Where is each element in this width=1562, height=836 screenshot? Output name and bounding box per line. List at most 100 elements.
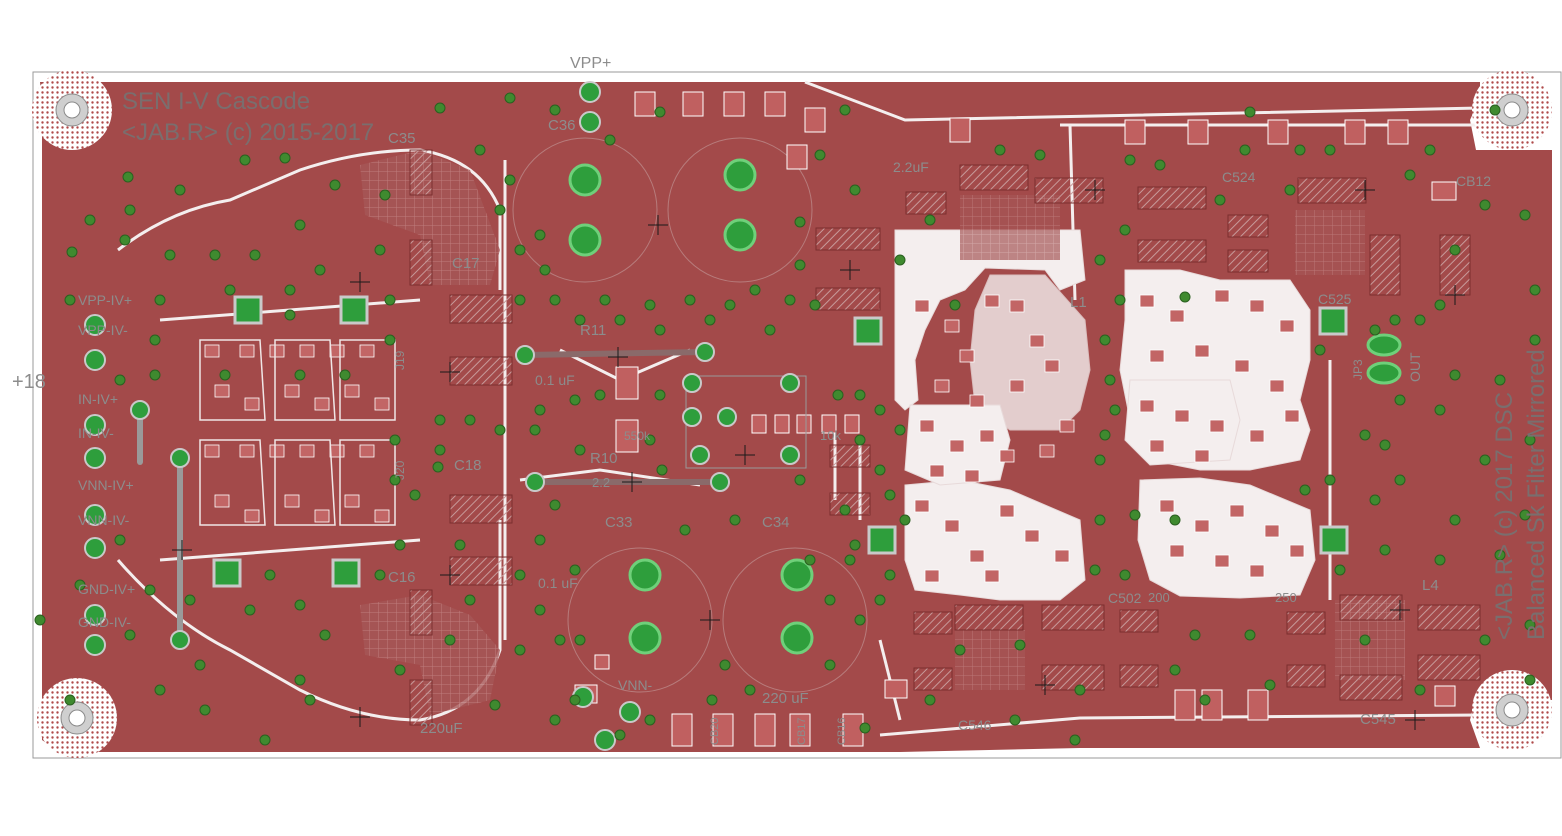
via (1099, 429, 1111, 441)
connector-label: VNN-IV+ (78, 477, 134, 493)
via (534, 229, 546, 241)
via (874, 404, 886, 416)
via (854, 434, 866, 446)
via (64, 694, 76, 706)
via (224, 284, 236, 296)
via (1389, 314, 1401, 326)
via (899, 514, 911, 526)
via (84, 214, 96, 226)
via (1169, 664, 1181, 676)
component-label: CB17 (796, 717, 808, 745)
via (749, 284, 761, 296)
via (949, 299, 961, 311)
via (1179, 291, 1191, 303)
via (644, 434, 656, 446)
via (574, 444, 586, 456)
via (839, 104, 851, 116)
via (434, 414, 446, 426)
electrolytic-pads (568, 158, 814, 655)
via (729, 514, 741, 526)
via (844, 554, 856, 566)
via (604, 134, 616, 146)
origin-crosses (172, 180, 1465, 730)
vias (34, 92, 1541, 746)
via (1424, 144, 1436, 156)
component-label: C18 (454, 457, 482, 474)
via (474, 144, 486, 156)
via (724, 299, 736, 311)
component-label: CB16 (836, 717, 848, 745)
via (1414, 684, 1426, 696)
via (294, 599, 306, 611)
via (894, 424, 906, 436)
via (874, 594, 886, 606)
component-label: 550k (624, 429, 651, 443)
via (244, 604, 256, 616)
via (384, 294, 396, 306)
via (144, 584, 156, 596)
via (1394, 394, 1406, 406)
via (1479, 634, 1491, 646)
via (389, 434, 401, 446)
via (64, 294, 76, 306)
via (1109, 404, 1121, 416)
via (434, 102, 446, 114)
via (679, 524, 691, 536)
via (954, 644, 966, 656)
via (164, 249, 176, 261)
component-label: 220uF (420, 720, 463, 737)
via (409, 489, 421, 501)
via (1119, 569, 1131, 581)
via (1314, 344, 1326, 356)
component-label: 2.2uF (893, 159, 929, 175)
via (832, 389, 844, 401)
component-label: R11 (580, 322, 606, 339)
component-label: C17 (452, 255, 480, 272)
via (1489, 104, 1501, 116)
via (594, 389, 606, 401)
via (569, 564, 581, 576)
via (1414, 314, 1426, 326)
via (654, 324, 666, 336)
via (1359, 634, 1371, 646)
connector-label: IN-IV- (78, 425, 114, 441)
via (1284, 184, 1296, 196)
via (719, 659, 731, 671)
component-label: C524 (1222, 169, 1256, 185)
via (549, 499, 561, 511)
via (1009, 714, 1021, 726)
component-label: 10k (820, 428, 841, 443)
via (249, 249, 261, 261)
component-label: C502 (1108, 590, 1142, 606)
via (599, 294, 611, 306)
via (574, 634, 586, 646)
via (1199, 694, 1211, 706)
via (504, 174, 516, 186)
via (1519, 209, 1531, 221)
via (794, 474, 806, 486)
via (1089, 564, 1101, 576)
via (884, 569, 896, 581)
board-title-line1: SEN I-V Cascode (122, 88, 310, 115)
via (654, 389, 666, 401)
component-label: C36 (548, 117, 576, 134)
via (1524, 674, 1536, 686)
via (1449, 369, 1461, 381)
component-label: 2.2 (592, 475, 610, 490)
via (34, 614, 46, 626)
component-label: C33 (605, 514, 633, 531)
large-smd-pads (409, 149, 1481, 726)
via (119, 234, 131, 246)
via (454, 539, 466, 551)
component-label: J19 (393, 350, 407, 370)
component-label: CB20 (709, 717, 721, 745)
via (154, 684, 166, 696)
via (1124, 154, 1136, 166)
via (284, 309, 296, 321)
via (1099, 334, 1111, 346)
via (549, 104, 561, 116)
via (184, 594, 196, 606)
silkscreen-text: SEN I-V Cascode <JAB.R> (c) 2015-2017 +1… (12, 88, 1550, 640)
component-label: 250 (1275, 590, 1297, 605)
